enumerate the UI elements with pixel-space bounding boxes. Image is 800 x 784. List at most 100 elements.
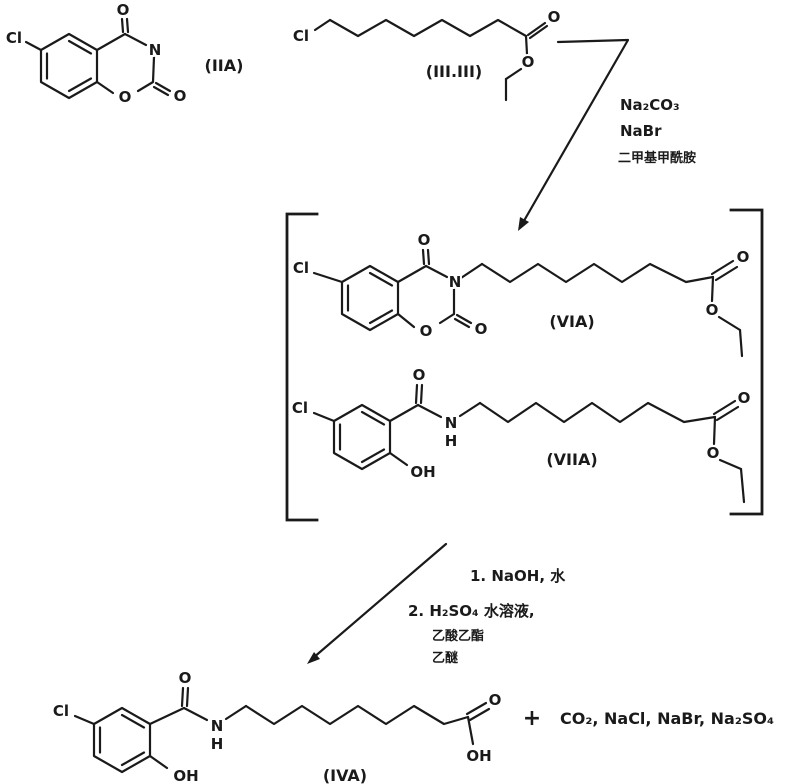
bond [524, 34, 529, 56]
double-bond [152, 85, 170, 97]
cl-atom-label: Cl [293, 27, 309, 45]
bond [151, 55, 156, 84]
bond [148, 754, 169, 770]
compound-label-iva: (IVA) [323, 766, 367, 784]
oh-atom-label: OH [173, 767, 198, 784]
bond [136, 80, 155, 93]
bond [312, 271, 344, 284]
bond [466, 715, 475, 746]
oh-atom-label: OH [410, 463, 435, 481]
bond [458, 401, 482, 418]
bond [718, 458, 743, 471]
structure-iii: Cl O O (III.III) [291, 6, 562, 102]
o-atom-label: O [119, 88, 132, 106]
bond [388, 451, 409, 467]
double-bond [120, 17, 125, 34]
bond [123, 32, 148, 47]
right-bracket [729, 208, 764, 516]
bond [504, 67, 523, 81]
alkyl-chain [480, 262, 715, 284]
double-bond [426, 248, 431, 266]
structure-viia: Cl O N H OH O O (VIIA) [290, 364, 752, 504]
condition-ethyl-acetate: 乙酸乙酯 [432, 628, 484, 644]
double-bond [180, 686, 185, 708]
alkyl-chain [328, 18, 528, 38]
reagent-na2co3: Na₂CO₃ [620, 96, 680, 114]
double-bond [528, 24, 549, 40]
compound-label-viia: (VIIA) [546, 450, 597, 469]
double-bond [421, 248, 426, 266]
reagent-nabr: NaBr [620, 122, 662, 140]
bond [73, 714, 96, 726]
cl-atom-label: Cl [6, 29, 22, 47]
double-bond [468, 707, 491, 722]
o-atom-label: O [707, 444, 720, 462]
bond [712, 415, 717, 446]
bond [416, 403, 443, 419]
o-atom-label: O [489, 691, 502, 709]
double-bond [453, 317, 471, 329]
arrowhead-icon [518, 217, 529, 231]
bond [182, 706, 209, 722]
o-atom-label: O [522, 53, 535, 71]
bond [717, 315, 742, 332]
bond [396, 264, 428, 284]
benzene-ring [39, 32, 99, 100]
bond [24, 40, 43, 52]
bond [396, 312, 416, 329]
benzene-ring [332, 403, 392, 471]
double-bond [714, 265, 739, 282]
n-atom-label: N [449, 273, 462, 291]
bond [313, 18, 332, 32]
structure-via: Cl O N O O O O (VIA) [291, 229, 751, 358]
bond [424, 264, 449, 279]
n-atom-label: N [149, 41, 162, 59]
h-atom-label: H [445, 432, 458, 450]
double-bond [526, 21, 547, 37]
o-atom-label: O [420, 322, 433, 340]
bond [312, 411, 336, 423]
cl-atom-label: Cl [53, 702, 69, 720]
byproducts-text: CO₂, NaCl, NaBr, Na₂SO₄ [560, 709, 774, 728]
structure-iia: Cl O N O O (IIA) [4, 0, 246, 108]
n-atom-label: N [445, 414, 458, 432]
alkyl-chain [478, 401, 717, 424]
condition-step2: 2. H₂SO₄ 水溶液, [408, 602, 535, 620]
double-bond [125, 17, 130, 34]
n-atom-label: N [211, 717, 224, 735]
arrowhead-icon [307, 652, 320, 664]
compound-label-iii: (III.III) [426, 62, 482, 81]
bond [148, 706, 186, 726]
o-atom-label: O [475, 320, 488, 338]
double-bond [419, 383, 424, 405]
bond [739, 467, 746, 504]
bond [95, 32, 127, 52]
double-bond [414, 383, 419, 405]
o-atom-label: O [117, 1, 130, 19]
condition-ether: 乙醚 [432, 650, 459, 666]
double-bond [465, 701, 488, 716]
compound-label-iia: (IIA) [205, 56, 244, 75]
cl-atom-label: Cl [293, 259, 309, 277]
bond [224, 704, 248, 721]
double-bond [715, 405, 740, 422]
bond [459, 262, 484, 280]
bond [95, 80, 115, 95]
plus-sign: + [523, 706, 541, 731]
double-bond [455, 313, 473, 325]
bond [738, 328, 744, 358]
compound-label-via: (VIA) [549, 312, 594, 331]
h-atom-label: H [211, 735, 224, 753]
cl-atom-label: Cl [292, 399, 308, 417]
o-atom-label: O [413, 366, 426, 384]
o-atom-label: O [179, 669, 192, 687]
double-bond [710, 259, 735, 276]
double-bond [154, 81, 172, 93]
benzene-ring [92, 706, 152, 774]
benzene-ring [340, 264, 400, 332]
o-atom-label: O [548, 8, 561, 26]
bond [438, 312, 456, 325]
reagent-dmf: 二甲基甲酰胺 [618, 150, 696, 166]
